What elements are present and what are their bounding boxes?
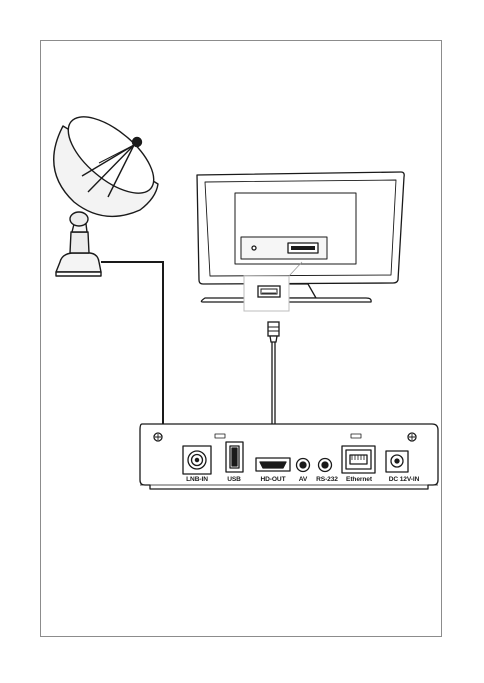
- usb-port: [226, 442, 243, 472]
- port-label-hd-out: HD-OUT: [260, 476, 285, 483]
- av-port: [297, 459, 310, 472]
- dc-in-port: [386, 451, 408, 472]
- lnb-in-port: [183, 446, 211, 474]
- port-label-dc-in: DC 12V-IN: [389, 476, 420, 483]
- satellite-dish-icon: [54, 103, 167, 276]
- port-label-rs232: RS-232: [316, 476, 338, 483]
- port-label-usb: USB: [227, 476, 241, 483]
- tv-rear-icon: [197, 172, 404, 302]
- port-label-lnb-in: LNB-IN: [186, 476, 208, 483]
- rs232-port: [319, 459, 332, 472]
- hd-out-port: [256, 458, 290, 471]
- port-label-ethernet: Ethernet: [346, 476, 373, 483]
- ethernet-port: [342, 446, 375, 473]
- port-label-av: AV: [299, 476, 308, 483]
